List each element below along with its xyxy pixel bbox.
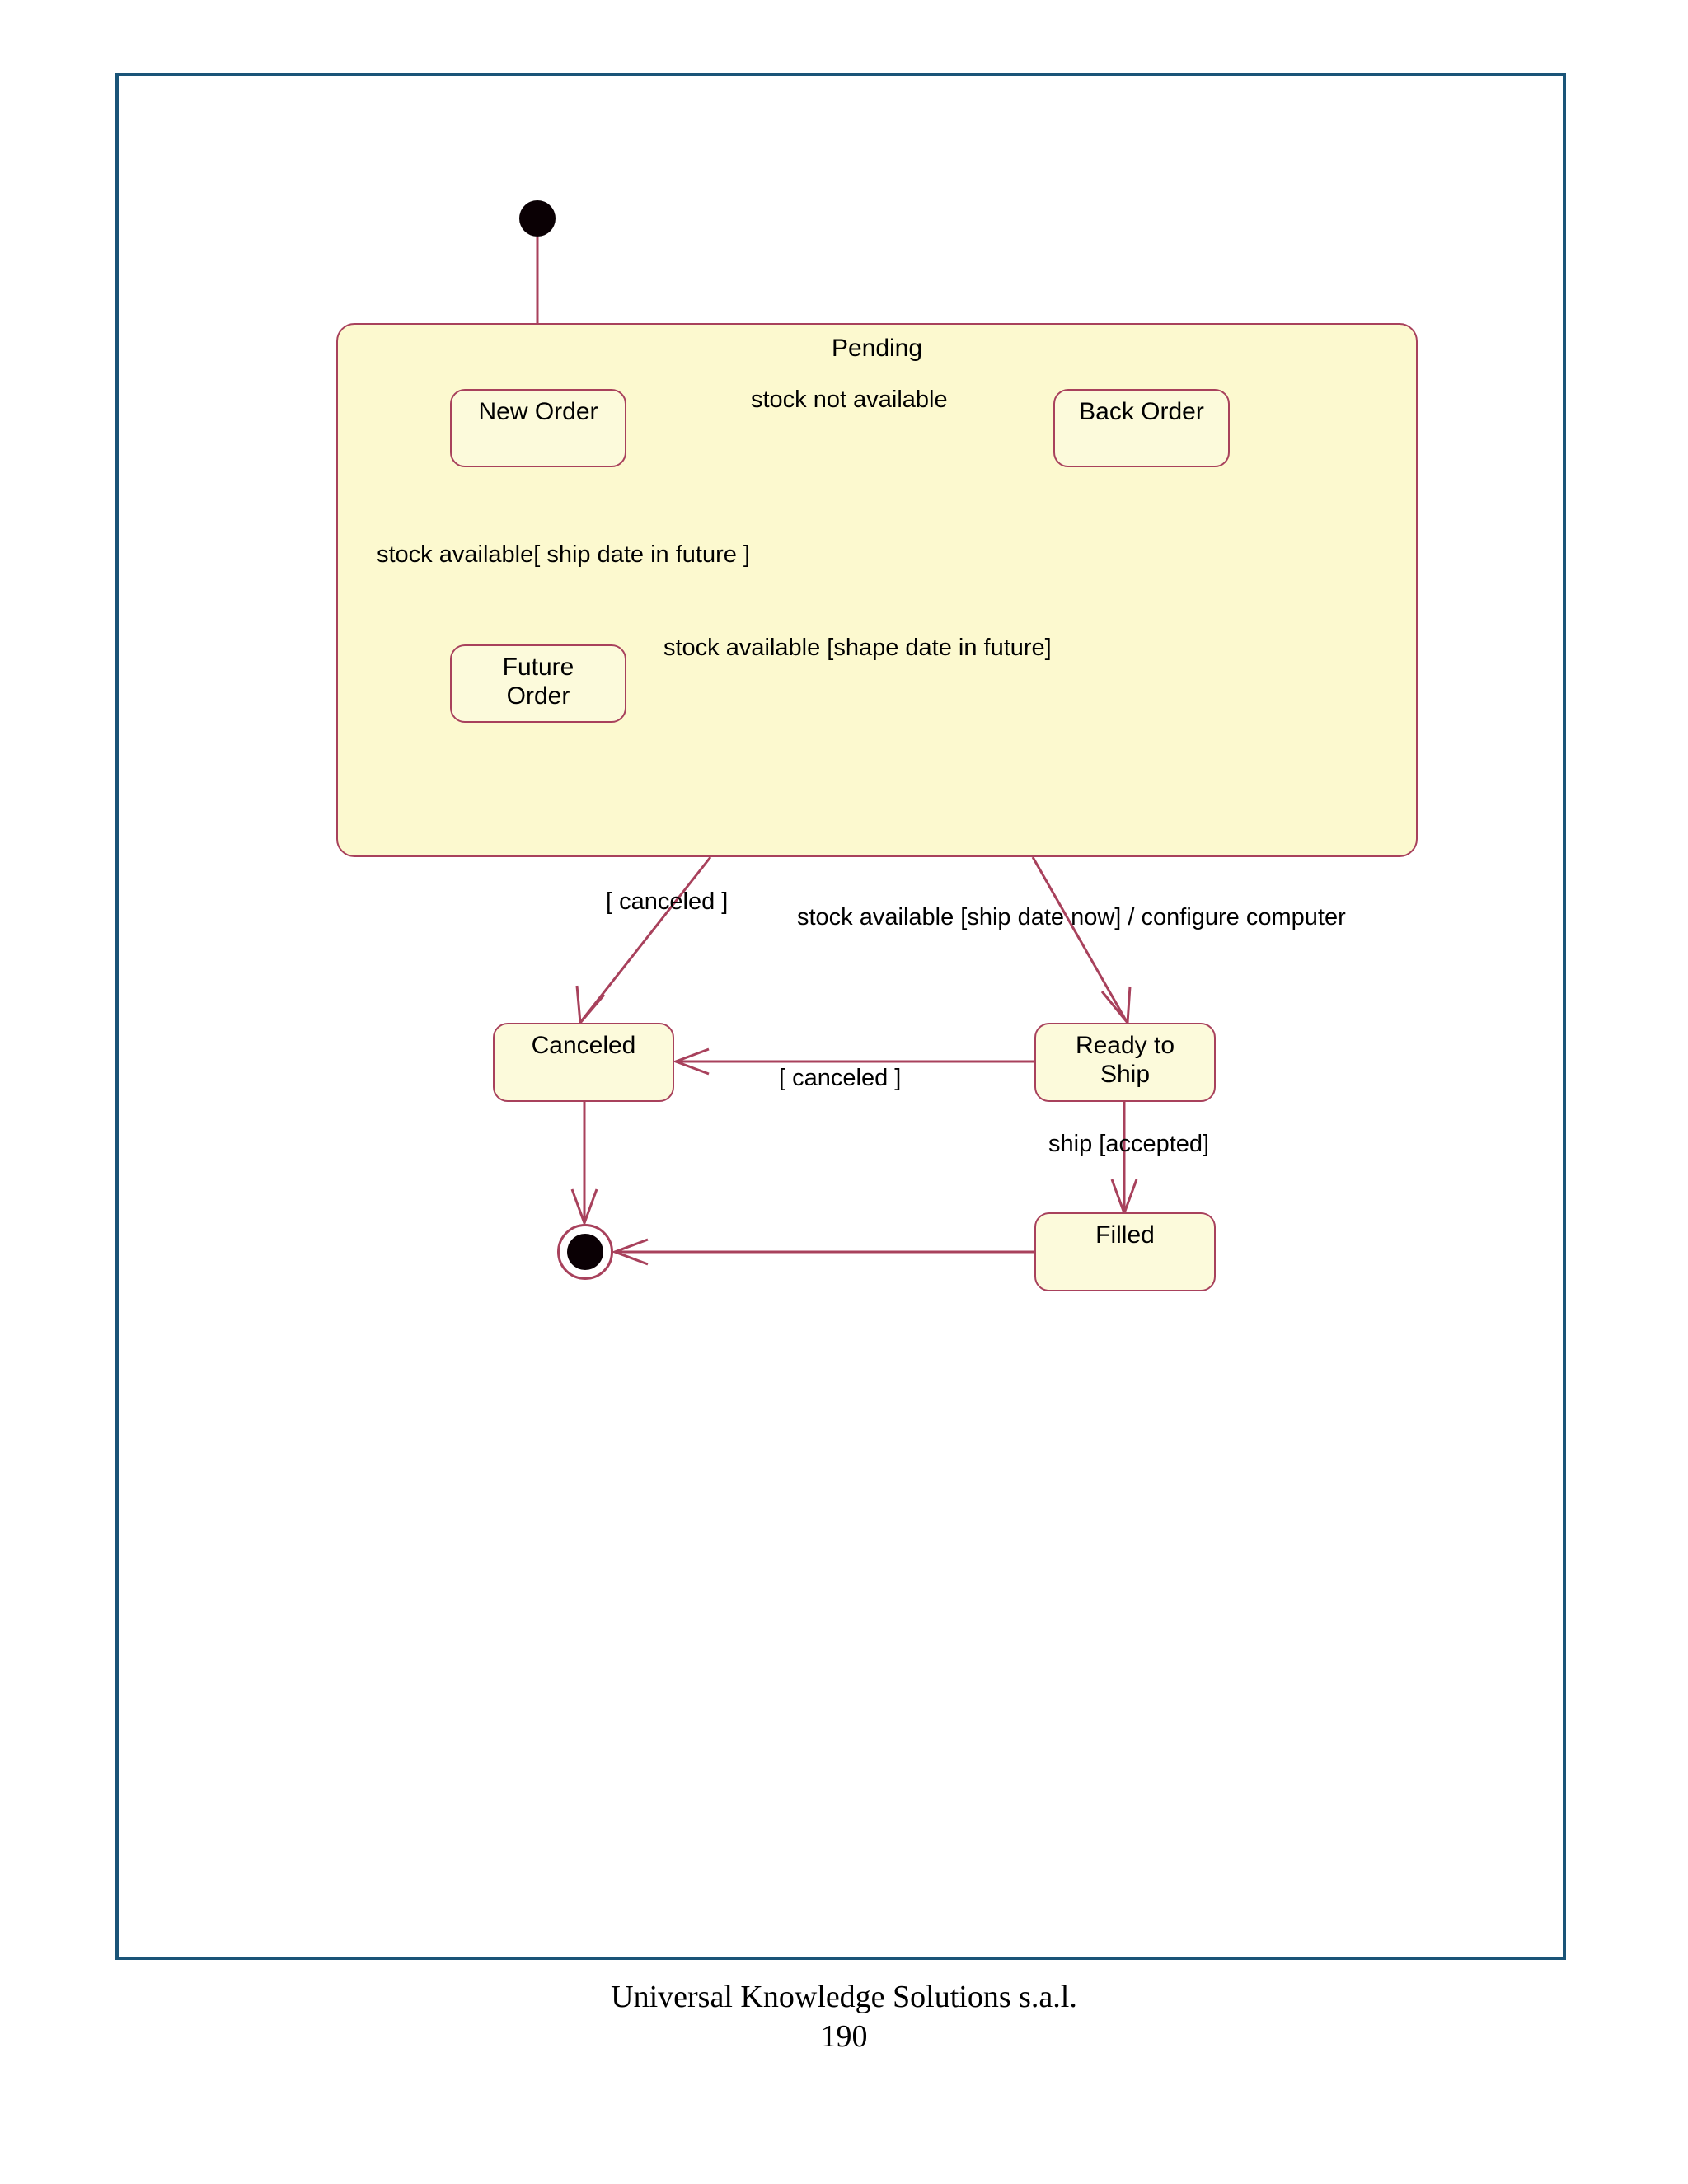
transition-label-ship-accepted: ship [accepted] bbox=[1048, 1131, 1210, 1157]
state-back-order[interactable]: Back Order bbox=[1053, 389, 1230, 467]
transition-label-canceled-from-pending: [ canceled ] bbox=[606, 888, 729, 915]
transition-label-stock-available-ship-date-in-future: stock available[ ship date in future ] bbox=[377, 541, 750, 568]
page-border-frame bbox=[115, 73, 1566, 1960]
transition-label-stock-available-shape-date-in-future: stock available [shape date in future] bbox=[663, 635, 1052, 661]
state-future-order[interactable]: Future Order bbox=[450, 644, 626, 723]
final-state-marker bbox=[557, 1224, 613, 1280]
state-new-order[interactable]: New Order bbox=[450, 389, 626, 467]
footer-company-name: Universal Knowledge Solutions s.a.l. bbox=[611, 1980, 1077, 2014]
transition-label-canceled-from-ready-to-ship: [ canceled ] bbox=[779, 1065, 902, 1091]
state-ready-to-ship[interactable]: Ready to Ship bbox=[1034, 1023, 1216, 1102]
initial-state-marker bbox=[519, 200, 556, 237]
composite-state-pending-label: Pending bbox=[831, 335, 923, 362]
state-filled[interactable]: Filled bbox=[1034, 1212, 1216, 1291]
final-state-inner-disc bbox=[567, 1234, 603, 1270]
transition-label-stock-not-available: stock not available bbox=[751, 387, 948, 413]
state-canceled[interactable]: Canceled bbox=[493, 1023, 674, 1102]
footer-page-number: 190 bbox=[820, 2018, 868, 2054]
transition-label-stock-available-ship-date-now: stock available [ship date now] / config… bbox=[797, 904, 1346, 930]
page-footer: Universal Knowledge Solutions s.a.l. 190 bbox=[0, 1978, 1688, 2056]
